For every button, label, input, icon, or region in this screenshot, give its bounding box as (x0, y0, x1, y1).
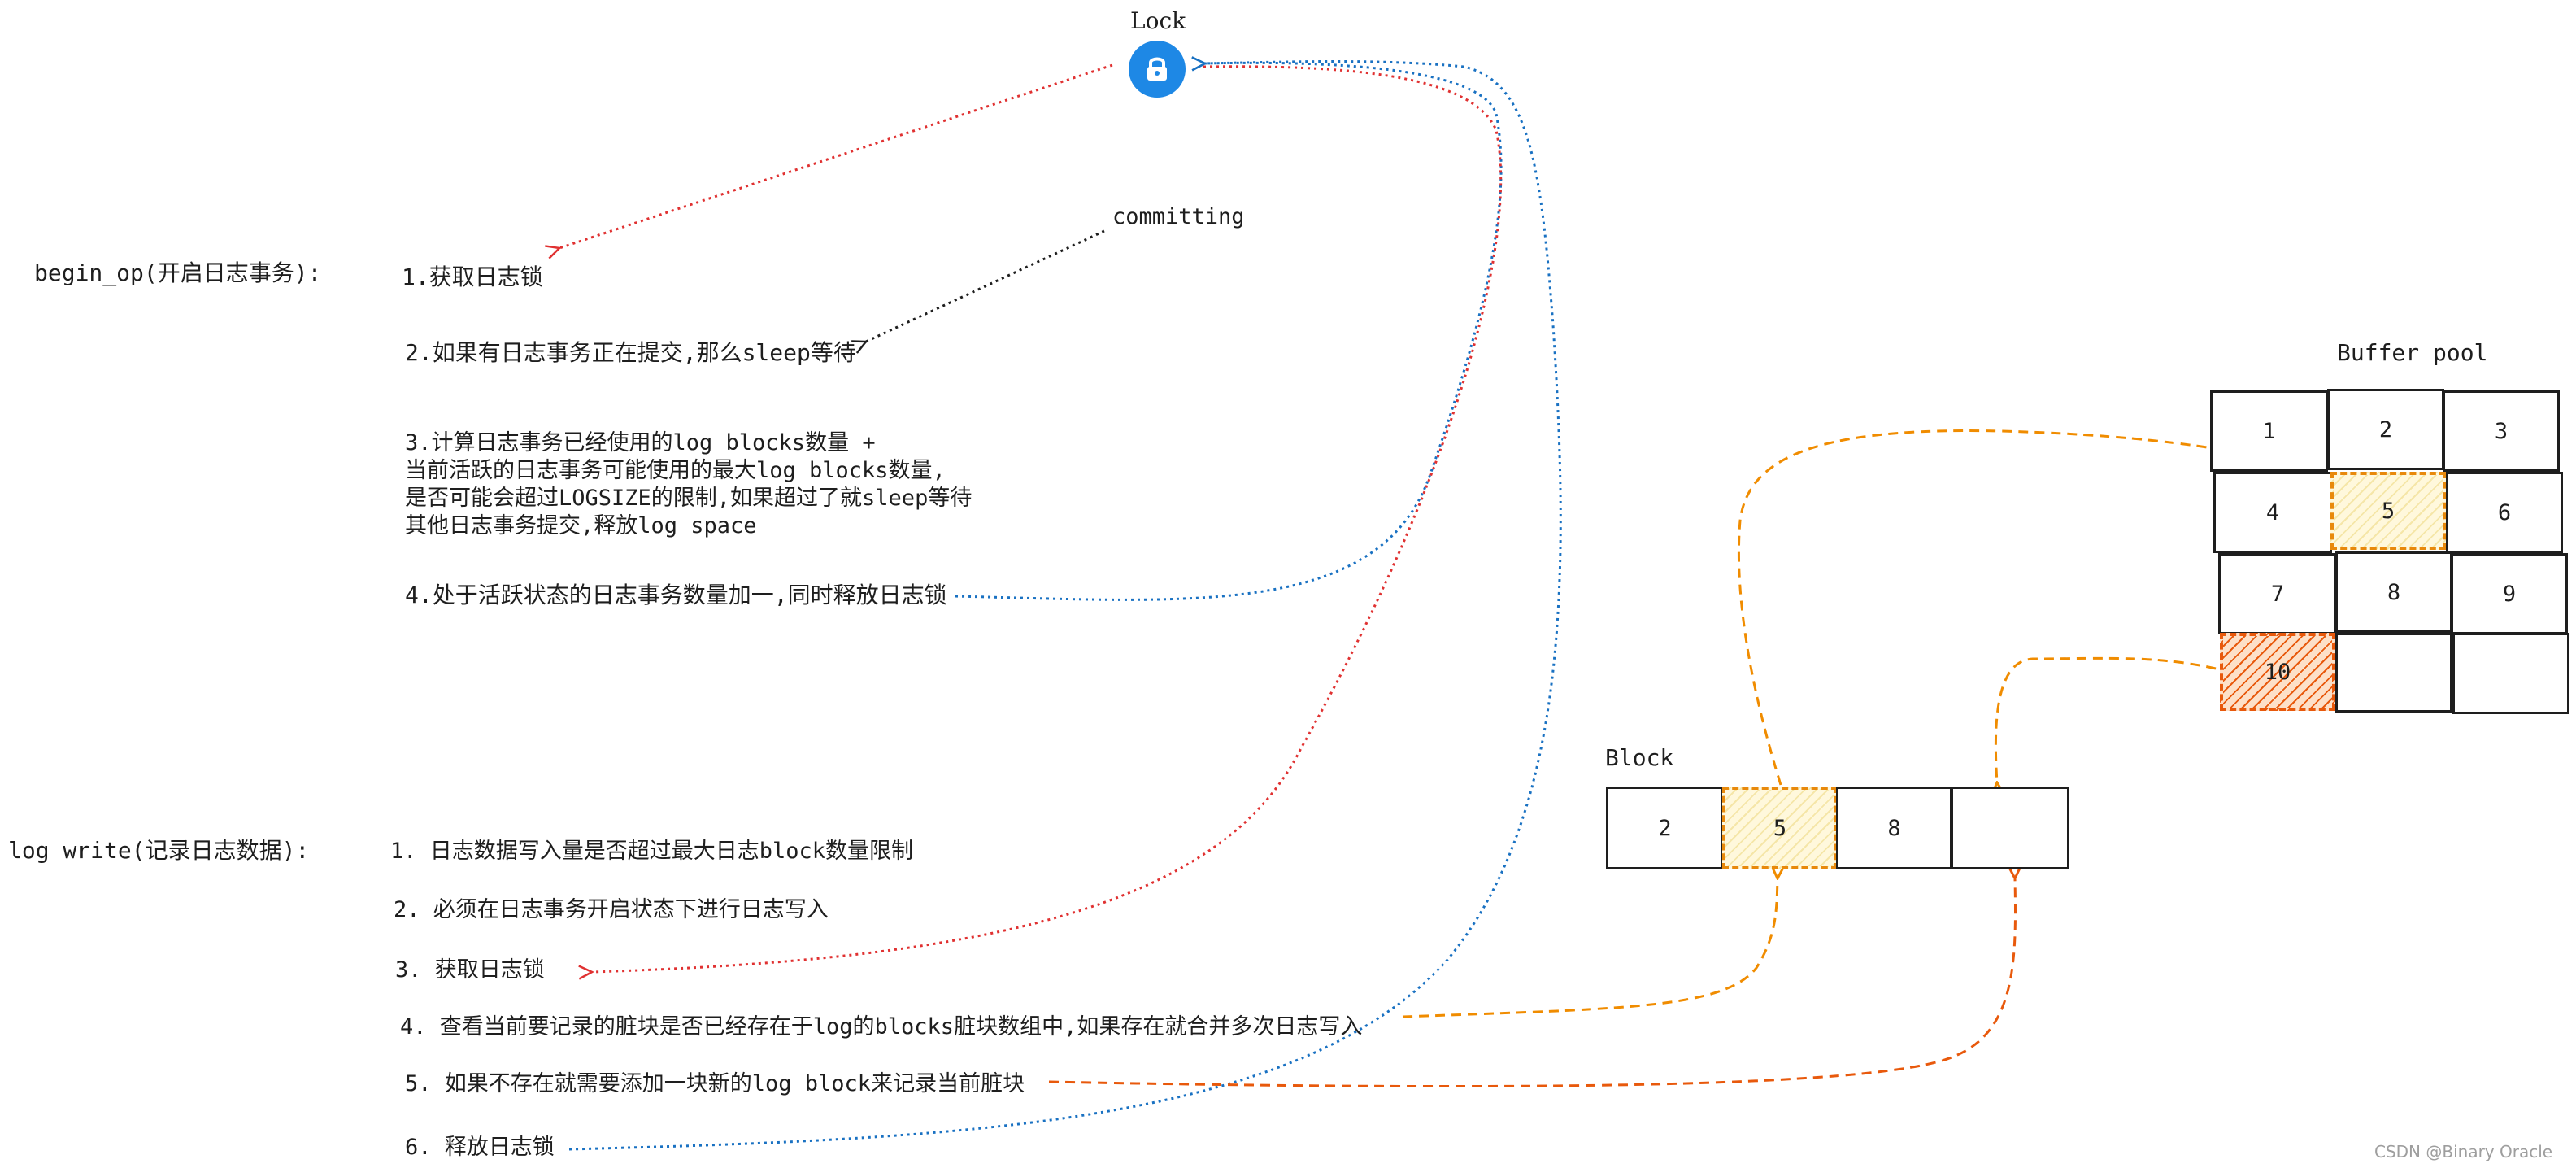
begin-op-title: begin_op(开启日志事务): (34, 259, 322, 286)
lock-icon (1147, 57, 1167, 81)
begin-op-step-2: 2.如果有日志事务正在提交,那么sleep等待 (405, 339, 856, 366)
arrow-merge-to-block-5 (1402, 878, 1778, 1018)
arrow-pool10-to-empty-block (1995, 656, 2217, 782)
block-cell: 2 (1606, 787, 1724, 869)
log-write-step-2: 2. 必须在日志事务开启状态下进行日志写入 (394, 897, 829, 922)
arrow-committing-to-sleep (866, 229, 1105, 342)
buffer-pool-cell: 8 (2335, 551, 2452, 633)
log-write-title: log write(记录日志数据): (8, 837, 310, 864)
buffer-pool-cell-highlighted: 10 (2220, 633, 2335, 711)
log-write-step-5: 5. 如果不存在就需要添加一块新的log block来记录当前脏块 (405, 1071, 1025, 1096)
log-write-step-4: 4. 查看当前要记录的脏块是否已经存在于log的blocks脏块数组中,如果存在… (400, 1014, 1363, 1039)
arrow-release-log-to-lock (568, 62, 1562, 1151)
buffer-pool-label: Buffer pool (2337, 339, 2488, 366)
arrow-block5-to-pool5 (1737, 429, 2326, 786)
begin-op-step-3-line-2: 当前活跃的日志事务可能使用的最大log blocks数量, (405, 458, 946, 483)
begin-op-step-1: 1.获取日志锁 (402, 264, 543, 290)
block-cell: 8 (1836, 787, 1952, 869)
begin-op-step-4: 4.处于活跃状态的日志事务数量加一,同时释放日志锁 (405, 582, 947, 608)
arrow-lock-to-get-lock (592, 65, 1503, 972)
buffer-pool-cell-highlighted: 5 (2330, 472, 2446, 550)
begin-op-step-3-line-4: 其他日志事务提交,释放log space (405, 513, 757, 538)
begin-op-step-3-line-1: 3.计算日志事务已经使用的log blocks数量 + (405, 430, 876, 455)
buffer-pool-cell: 4 (2213, 472, 2332, 553)
lock-label: Lock (1130, 7, 1186, 34)
buffer-pool-cell: 6 (2446, 472, 2563, 553)
buffer-pool-cell: 1 (2210, 390, 2328, 472)
committing-label: committing (1112, 204, 1245, 229)
buffer-pool-cell-empty (2452, 633, 2569, 714)
arrow-release-to-lock (955, 63, 1503, 601)
buffer-pool-cell: 2 (2327, 389, 2444, 470)
block-label: Block (1605, 744, 1674, 771)
log-write-step-3: 3. 获取日志锁 (395, 957, 545, 983)
arrow-lock-to-acquire (559, 63, 1113, 248)
lock-badge (1129, 41, 1186, 98)
buffer-pool-cell: 7 (2218, 553, 2337, 634)
block-cell-highlighted: 5 (1722, 787, 1838, 869)
begin-op-step-3-line-3: 是否可能会超过LOGSIZE的限制,如果超过了就sleep等待 (405, 486, 973, 511)
watermark: CSDN @Binary Oracle (2374, 1142, 2553, 1161)
arrow-new-block (1048, 878, 2016, 1088)
buffer-pool-cell-empty (2335, 633, 2452, 713)
buffer-pool-cell: 9 (2451, 553, 2568, 634)
buffer-pool-cell: 3 (2443, 390, 2560, 472)
log-write-step-6: 6. 释放日志锁 (405, 1135, 555, 1160)
block-cell-empty (1951, 787, 2069, 869)
log-write-step-1: 1. 日志数据写入量是否超过最大日志block数量限制 (390, 839, 914, 864)
